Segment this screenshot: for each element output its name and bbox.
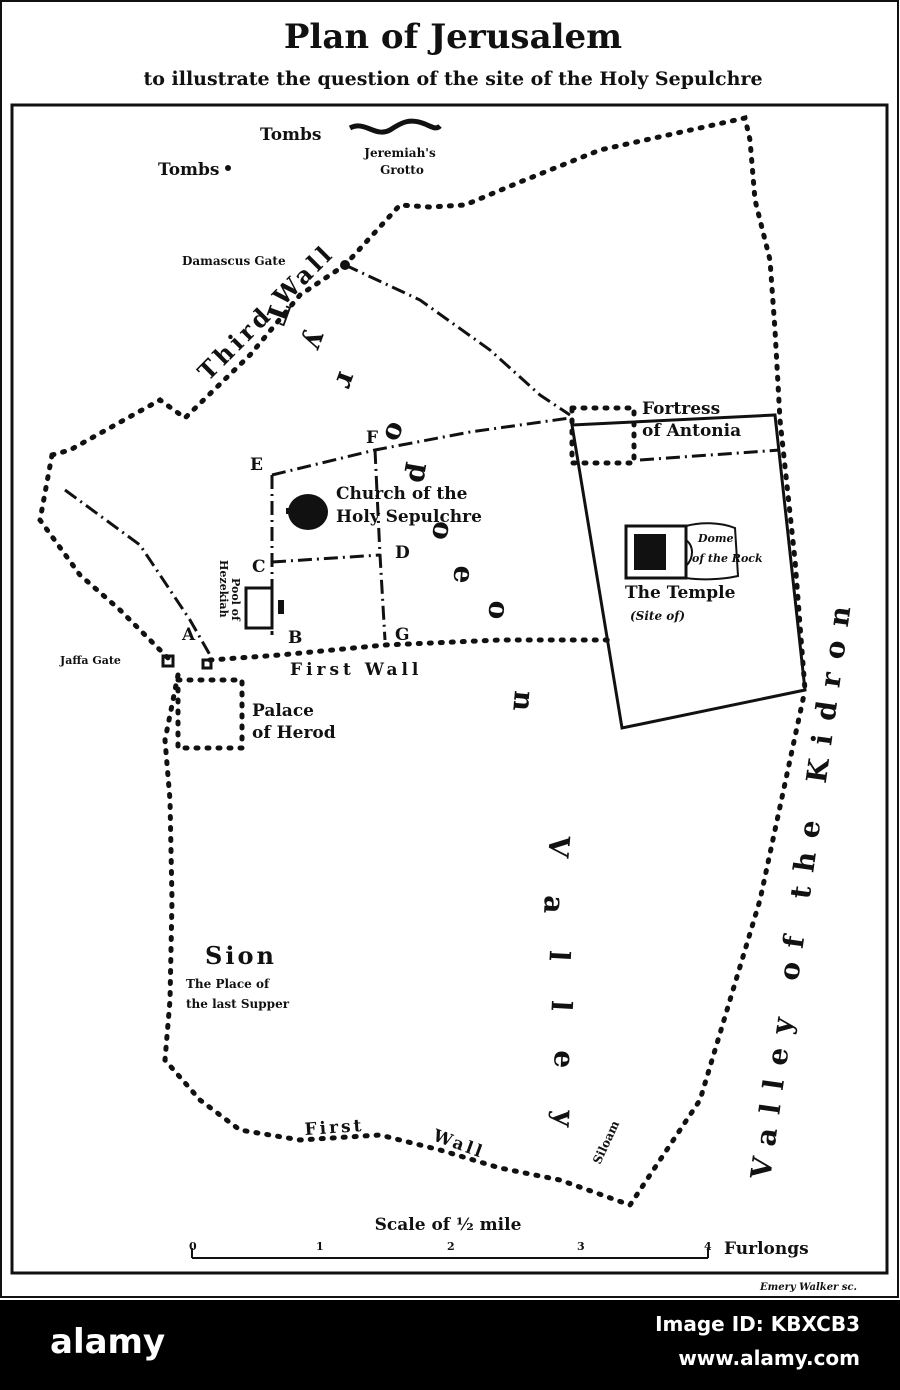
point-c: C [252, 557, 266, 577]
tyropoeon-letter: y [298, 327, 335, 355]
point-d: D [395, 543, 410, 563]
map-title: Plan of Jerusalem [284, 17, 622, 57]
label-temple-1: The Temple [625, 583, 736, 603]
west-wall-line [37, 452, 173, 663]
tyropoeon-letter: o [481, 599, 516, 620]
alamy-logo: alamy [50, 1322, 166, 1362]
label-last-supper-2: the last Supper [186, 997, 290, 1011]
scale-unit: Furlongs [724, 1239, 809, 1259]
damascus-gate-marker [340, 260, 350, 270]
scale-tick-1: 1 [316, 1240, 324, 1253]
scale-title: Scale of ½ mile [375, 1215, 522, 1235]
engraver-credit: Emery Walker sc. [759, 1282, 857, 1293]
point-e: E [250, 455, 263, 475]
jaffa-gate-tower-2 [201, 658, 213, 670]
jaffa-gate-tower [161, 654, 175, 668]
watermark-footer: alamy Image ID: KBXCB3 www.alamy.com [0, 1300, 900, 1390]
pool-of-hezekiah [244, 586, 274, 630]
label-last-supper-1: The Place of [186, 977, 270, 991]
label-first-wall-north: First Wall [290, 660, 422, 680]
label-siloam: Siloam [590, 1118, 622, 1166]
label-tombs-1: Tombs [260, 125, 321, 145]
south-wall-line [162, 672, 808, 1209]
fortress-antonia-outline [569, 405, 637, 466]
point-f: F [366, 428, 378, 448]
second-wall-north [344, 263, 571, 417]
label-kidron: Valley of the Kidron [744, 590, 859, 1182]
tyropoeon-letter: r [328, 368, 364, 394]
label-first-wall-south-1: First [304, 1116, 365, 1140]
alamy-site: www.alamy.com [678, 1346, 860, 1370]
tyropoeon-letter: e [446, 564, 480, 585]
label-first-wall-south-2: Wall [429, 1126, 487, 1163]
label-fortress-1: Fortress [642, 399, 720, 419]
label-jeremiah-1: Jeremiah's [363, 146, 436, 160]
second-wall-f-g [373, 449, 387, 641]
tyropoeon-letter: p [402, 461, 438, 486]
label-pool-1: Pool of [229, 578, 242, 622]
tombs-marker-2 [225, 165, 231, 171]
label-tombs-2: Tombs [158, 160, 219, 180]
point-g: G [395, 625, 410, 645]
second-wall-e-fortress [271, 416, 571, 477]
jerusalem-plan-map: Plan of Jerusalem to illustrate the ques… [0, 0, 899, 1298]
dome-platform [685, 522, 740, 581]
palace-herod-outline [175, 677, 245, 751]
label-jeremiah-2: Grotto [380, 163, 424, 177]
scale-tick-3: 3 [577, 1240, 585, 1253]
point-a: A [181, 625, 196, 645]
scale-tick-2: 2 [447, 1240, 455, 1253]
valley-letter: l [542, 950, 576, 962]
scale-tick-4: 4 [704, 1240, 712, 1253]
label-jaffa-gate: Jaffa Gate [59, 654, 121, 667]
point-b: B [288, 628, 302, 648]
tyropoeon-letter: n [506, 689, 541, 712]
first-wall-north-line [207, 637, 613, 663]
jeremiah-grotto-shape [348, 118, 442, 135]
church-holy-sepulchre-marker [288, 494, 328, 530]
label-dome-1: Dome [697, 532, 734, 545]
second-wall-northwest [64, 488, 212, 656]
dome-arc [685, 539, 693, 567]
image-id: Image ID: KBXCB3 [655, 1312, 860, 1336]
dome-of-the-rock-enclosure [624, 524, 688, 580]
label-dome-2: of the Rock [692, 552, 763, 565]
valley-letter: y [547, 1109, 581, 1129]
church-apse [286, 508, 296, 514]
valley-letter: V [541, 833, 576, 860]
label-palace-1: Palace [252, 701, 314, 721]
label-damascus-gate: Damascus Gate [182, 254, 286, 268]
map-subtitle: to illustrate the question of the site o… [143, 68, 762, 90]
valley-letter: a [537, 895, 571, 915]
second-wall-cd [271, 553, 381, 564]
label-pool-2: Hezekiah [217, 560, 230, 618]
label-valley-lower: V a l l e y [537, 833, 581, 1128]
valley-letter: l [544, 1000, 578, 1012]
label-church-2: Holy Sepulchre [336, 507, 482, 527]
third-wall-line [49, 115, 808, 693]
map-border [10, 103, 889, 1275]
dome-of-the-rock [634, 534, 666, 570]
valley-letter: e [547, 1050, 581, 1070]
label-temple-2: (Site of) [630, 609, 685, 623]
second-wall-fortress-east [639, 448, 781, 462]
tyropoeon-letter: o [377, 418, 414, 447]
map-frame [0, 0, 899, 1298]
label-fortress-2: of Antonia [642, 421, 741, 441]
pool-outlet [278, 600, 284, 614]
label-palace-2: of Herod [252, 723, 336, 743]
label-sion: Sion [205, 941, 277, 970]
label-church-1: Church of the [336, 484, 468, 504]
scale-tick-0: 0 [189, 1240, 197, 1253]
temple-enclosure [570, 413, 807, 730]
